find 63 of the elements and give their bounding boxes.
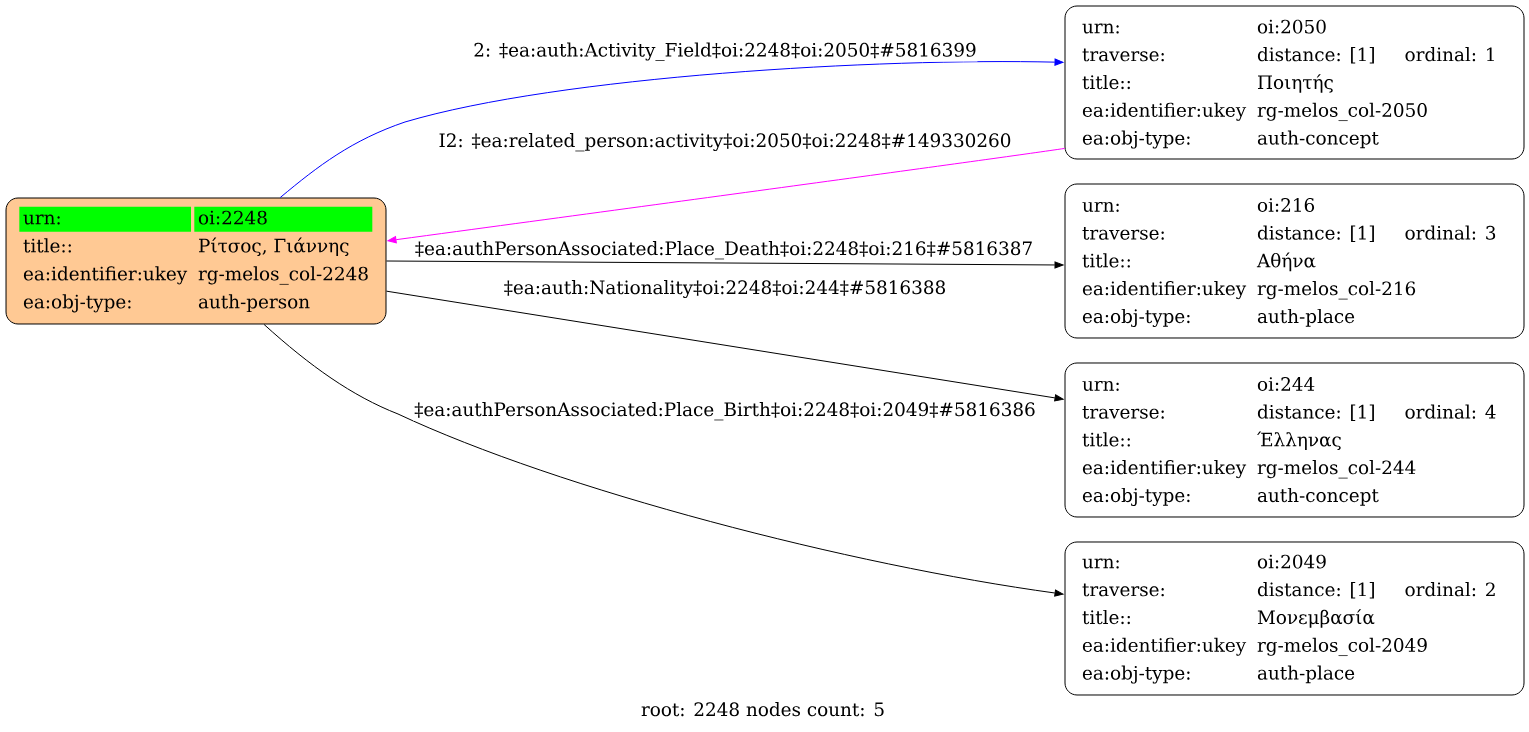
field-value: rg-melos_col-2049 [1257,637,1427,657]
field-value: auth-place [1257,308,1355,327]
field-name: urn: [1082,558,1119,569]
field-name: title:: [23,238,71,253]
field-name: ea:identifier:ukey [1082,281,1247,300]
edge-label: 2: ‡ea:auth:Activity_Field‡oi:2248‡oi:2050‡#5816399 [472,41,978,62]
field-name: traverse: [1082,226,1164,240]
edge-label: ‡ea:authPersonAssociated:Place_Birth‡oi:2248‡oi:2049‡#5816386 [413,401,1037,421]
field-name: ea:identifier:ukey [1082,460,1247,479]
field-value: distance: [1] [1257,47,1374,64]
field-value: oi:2050 [1257,19,1326,34]
field-name: urn: [1082,23,1119,34]
field-name: traverse: [1082,583,1164,597]
field-value: Μονεμβασία [1257,609,1375,628]
arrow [386,260,1064,269]
field-value: auth-concept [1257,487,1379,506]
field-name: ea:obj-type: [1082,130,1190,149]
field-name: title:: [1082,609,1130,625]
caption: root: 2248 nodes count: 5 [641,702,884,717]
field-name: ea:identifier:ukey [1082,102,1247,121]
field-value: auth-person [198,294,310,313]
field-name: ea:obj-type: [23,294,131,313]
field-name: urn: [1082,201,1119,212]
field-value: Ρίτσος, Γιάννης [199,237,349,257]
edge-label: ‡ea:authPersonAssociated:Place_Death‡oi:2248‡oi:216‡#5816387 [414,240,1034,260]
field-value: auth-concept [1257,130,1379,149]
field-value: ordinal: 4 [1405,404,1496,419]
field-value: ordinal: 1 [1405,47,1494,62]
field-name: ea:obj-type: [1082,308,1190,327]
field-name: ea:obj-type: [1082,665,1190,684]
field-name: ea:identifier:ukey [23,266,188,285]
field-value: distance: [1] [1257,225,1374,242]
field-value: rg-melos_col-244 [1257,460,1416,479]
highlighted-cell: urn: [19,206,191,232]
field-value: distance: [1] [1257,582,1374,599]
field-name: title:: [1082,432,1130,447]
field-value: rg-melos_col-216 [1257,281,1416,300]
arrow [279,58,1064,198]
field-value: rg-melos_col-2248 [198,266,368,285]
edge-label: ‡ea:auth:Nationality‡oi:2248‡oi:244‡#5816388 [503,279,947,299]
highlighted-cell: oi:2248 [194,206,373,232]
arrow [387,147,1065,244]
field-value: Αθήνα [1256,252,1316,272]
field-value: distance: [1] [1257,404,1374,421]
field-value: rg-melos_col-2050 [1257,102,1427,122]
field-value: ordinal: 2 [1405,582,1495,597]
field-value: oi:2049 [1257,554,1326,569]
field-name: traverse: [1082,405,1164,419]
field-name: title:: [1082,253,1130,268]
edge-label: I2: ‡ea:related_person:activity‡oi:2050‡oi:2248‡#149330260 [437,132,1013,152]
field-value: Ποιητής [1258,74,1333,93]
field-name: ea:identifier:ukey [1082,637,1247,656]
arrow [386,290,1064,402]
arrow [263,324,1064,597]
field-value: oi:216 [1257,198,1315,212]
field-value: ordinal: 3 [1405,225,1496,240]
field-value: oi:244 [1257,377,1315,391]
field-name: urn: [1082,380,1119,391]
field-value: auth-place [1257,665,1355,684]
field-name: traverse: [1082,48,1164,62]
field-value: Έλληνας [1257,431,1341,451]
field-name: ea:obj-type: [1082,487,1190,506]
field-name: title:: [1082,74,1130,90]
